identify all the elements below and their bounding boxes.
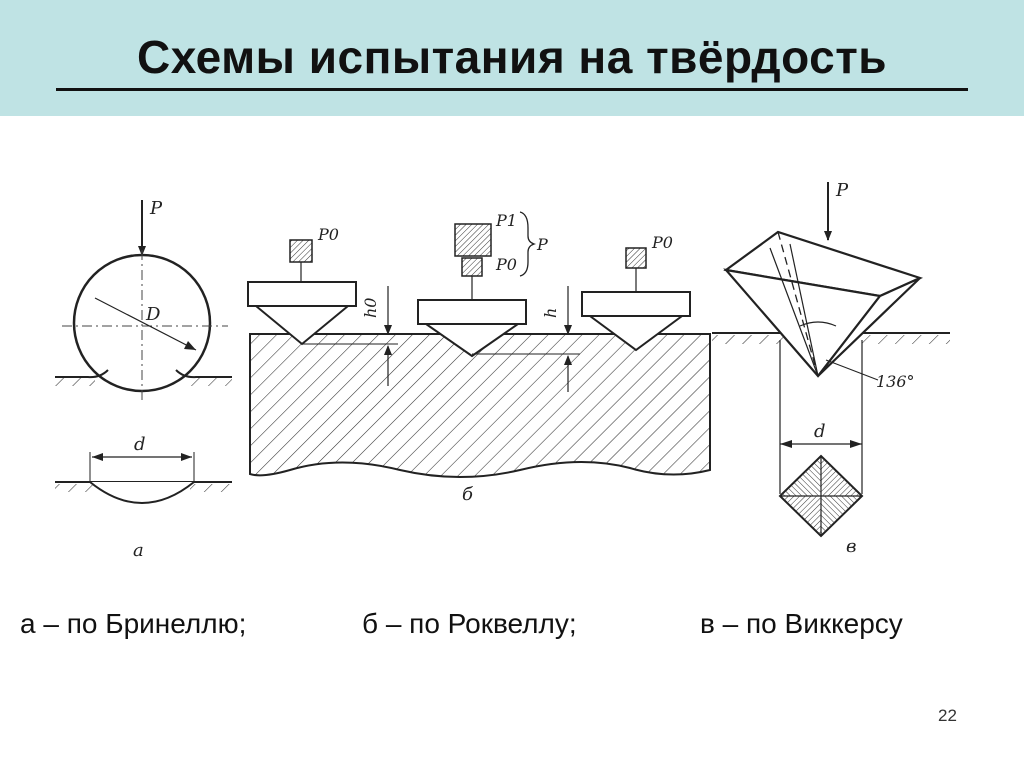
- rockwell-indenter-3: [586, 315, 686, 352]
- rockwell-weight-p0-c: [625, 247, 647, 269]
- hardness-test-diagram: P D d a P0: [55, 180, 950, 561]
- rockwell-specimen: [249, 333, 711, 478]
- vickers-scheme: P 136° d в: [712, 180, 950, 557]
- slide-title: Схемы испытания на твёрдость: [136, 31, 888, 83]
- rockwell-h0-label: h0: [361, 298, 380, 318]
- rockwell-p0-label-b: P0: [495, 255, 517, 274]
- brinell-diameter-label: D: [145, 304, 161, 325]
- brinell-diameter-line: [94, 297, 197, 351]
- rockwell-weight-p0-b: [461, 257, 483, 277]
- brinell-force-label: P: [149, 198, 163, 219]
- caption-brinell: а – по Бринеллю;: [20, 608, 247, 639]
- rockwell-p0-label-a: P0: [317, 225, 339, 244]
- rockwell-scheme: P0 P1 P0 P P0 h0 h б: [247, 211, 711, 505]
- brinell-scheme: P D d a: [55, 198, 232, 561]
- caption-vickers: в – по Виккерсу: [700, 608, 903, 639]
- rockwell-weight-p1: [454, 223, 492, 257]
- rockwell-indenter-2: [422, 323, 522, 358]
- vickers-imprint: [778, 454, 864, 538]
- rockwell-weight-p0-a: [289, 239, 313, 263]
- brinell-d-label: d: [134, 434, 146, 455]
- rockwell-indenter-1: [253, 305, 351, 346]
- rockwell-sub-label: б: [462, 484, 474, 505]
- vickers-d-label: d: [814, 421, 826, 442]
- vickers-sub-label: в: [846, 536, 856, 557]
- brinell-imprint: [89, 481, 195, 504]
- page-number: 22: [938, 706, 957, 725]
- title-band: [0, 0, 1024, 116]
- rockwell-p-label: P: [536, 235, 548, 254]
- rockwell-p1-label: P1: [495, 211, 517, 230]
- title-underline: [56, 88, 968, 91]
- vickers-force-label: P: [835, 180, 849, 201]
- rockwell-p0-label-c: P0: [651, 233, 673, 252]
- vickers-angle-label: 136°: [876, 372, 915, 391]
- caption-rockwell: б – по Роквеллу;: [362, 608, 577, 639]
- rockwell-h-label: h: [541, 308, 560, 318]
- brinell-sub-label: a: [133, 540, 144, 561]
